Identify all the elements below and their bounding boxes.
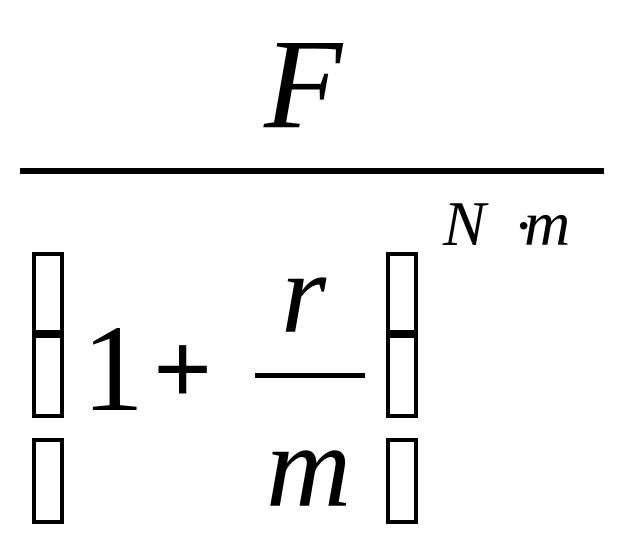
left-bracket-middle-box [32, 334, 64, 418]
numerator-f: F [264, 13, 343, 155]
left-bracket-top-box [32, 252, 64, 334]
exponent-n: N [443, 188, 486, 259]
inner-numerator-r: r [281, 230, 327, 358]
exponent-m: m [524, 188, 571, 259]
right-bracket-middle-box [386, 334, 418, 418]
right-bracket-bottom-box [386, 438, 418, 524]
left-bracket-bottom-box [32, 438, 64, 524]
inner-denominator-m: m [266, 401, 352, 532]
exponent-dot: · [513, 190, 535, 261]
inner-fraction-bar [255, 373, 365, 378]
number-one: 1 [82, 300, 144, 437]
right-bracket-top-box [386, 252, 418, 334]
plus-sign: + [153, 312, 213, 427]
main-fraction-bar [20, 168, 604, 174]
